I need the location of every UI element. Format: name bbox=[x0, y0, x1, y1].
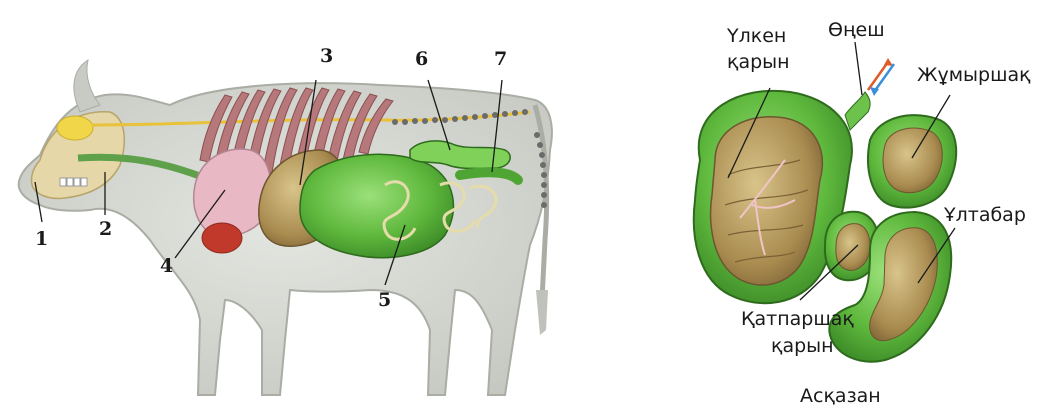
cow-horn bbox=[74, 60, 100, 112]
label-esophagus: Өңеш bbox=[828, 19, 885, 41]
label-abomasum: Ұлтабар bbox=[943, 204, 1026, 226]
callout-5: 5 bbox=[378, 289, 391, 311]
label-omasum-line2: қарын bbox=[771, 335, 834, 357]
stomach-esophagus-tube bbox=[845, 92, 870, 130]
label-rumen-line2: қарын bbox=[727, 51, 790, 73]
cow-brain bbox=[57, 116, 93, 140]
label-rumen-line1: Үлкен bbox=[726, 25, 786, 47]
label-reticulum: Жұмыршақ bbox=[917, 64, 1031, 86]
omasum-inner bbox=[836, 224, 870, 271]
cow-heart bbox=[202, 223, 242, 253]
flow-arrows bbox=[868, 58, 894, 96]
stomach-caption: Асқазан bbox=[800, 385, 881, 407]
label-omasum-line1: Қатпаршақ bbox=[741, 308, 854, 330]
cow-teeth bbox=[60, 178, 87, 186]
callout-2: 2 bbox=[99, 218, 112, 240]
callout-4: 4 bbox=[160, 255, 173, 277]
stomach-illustration: Үлкен қарын Өңеш Жұмыршақ Ұлтабар Қатпар… bbox=[694, 19, 1031, 407]
callout-3: 3 bbox=[320, 45, 333, 67]
cow-stomach-green bbox=[300, 154, 453, 257]
cow-tail-tip bbox=[536, 290, 548, 335]
callout-6: 6 bbox=[415, 48, 428, 70]
callout-7: 7 bbox=[494, 48, 507, 70]
callout-1: 1 bbox=[35, 228, 48, 250]
cow-illustration: 1 2 3 4 5 6 7 bbox=[19, 45, 552, 395]
